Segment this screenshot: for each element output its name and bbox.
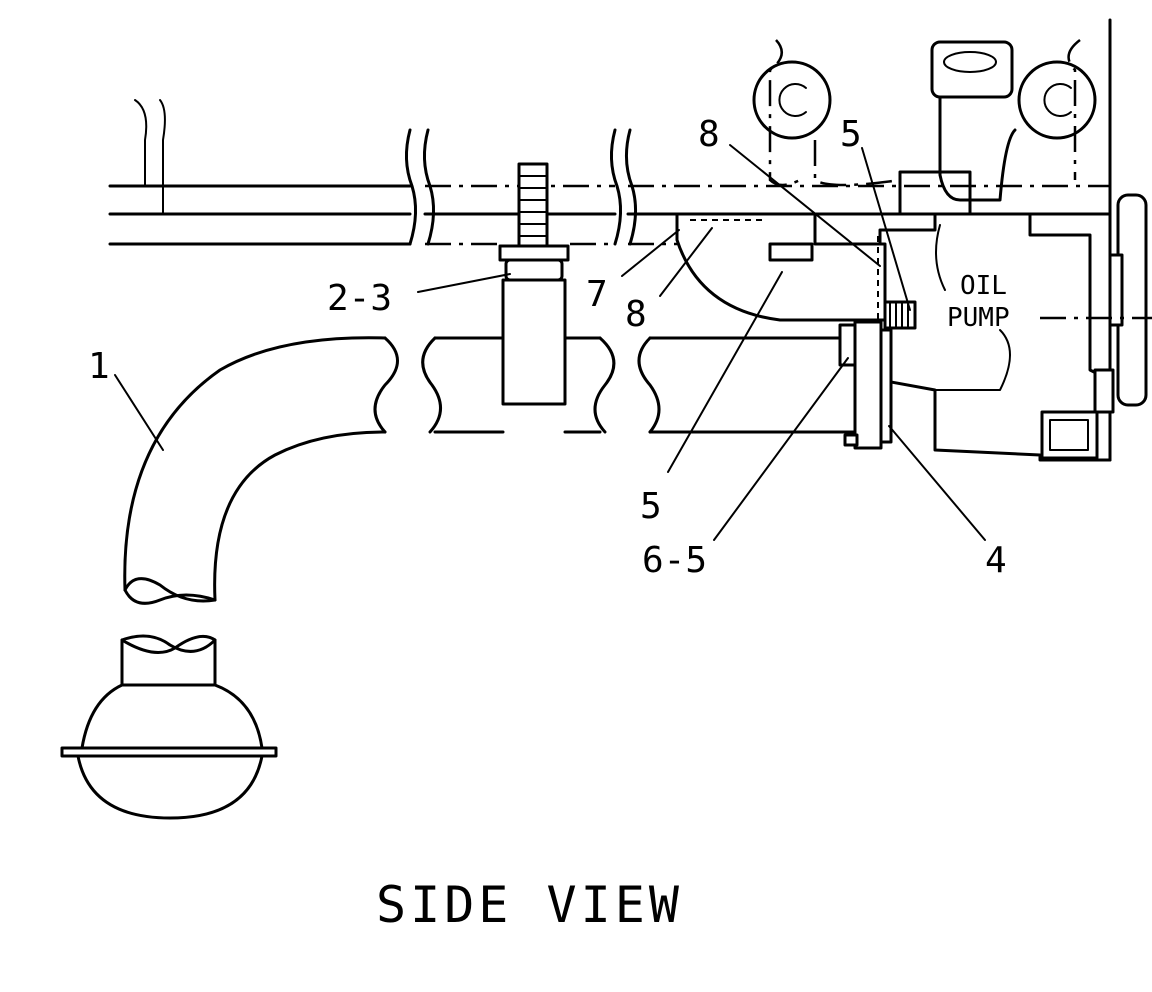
callout-4: 4	[985, 540, 1007, 581]
pump-label-line1: OIL	[960, 271, 1007, 301]
callout-8-upper: 8	[698, 114, 720, 155]
callout-7: 7	[586, 274, 608, 315]
leader-lines	[114, 144, 986, 541]
callout-2-3: 2-3	[327, 278, 392, 319]
callout-1: 1	[88, 346, 110, 387]
oil-strainer	[60, 634, 278, 820]
upper-phantom-components	[752, 18, 1112, 462]
block-rails	[108, 99, 1112, 246]
callout-8-lower: 8	[625, 294, 647, 335]
suction-tube	[123, 320, 893, 605]
oil-pump-body: OIL PUMP	[878, 193, 1152, 462]
view-title: SIDE VIEW	[376, 876, 683, 934]
support-bracket	[675, 212, 917, 330]
pump-label-line2: PUMP	[947, 303, 1010, 333]
callouts: 1 2-3 7 8 8 5 5 6-5 4	[88, 114, 1007, 581]
callout-5-lower: 5	[640, 486, 662, 527]
callout-6-5: 6-5	[642, 540, 707, 581]
callout-5-upper: 5	[840, 114, 862, 155]
stud-and-clamp	[498, 162, 570, 406]
